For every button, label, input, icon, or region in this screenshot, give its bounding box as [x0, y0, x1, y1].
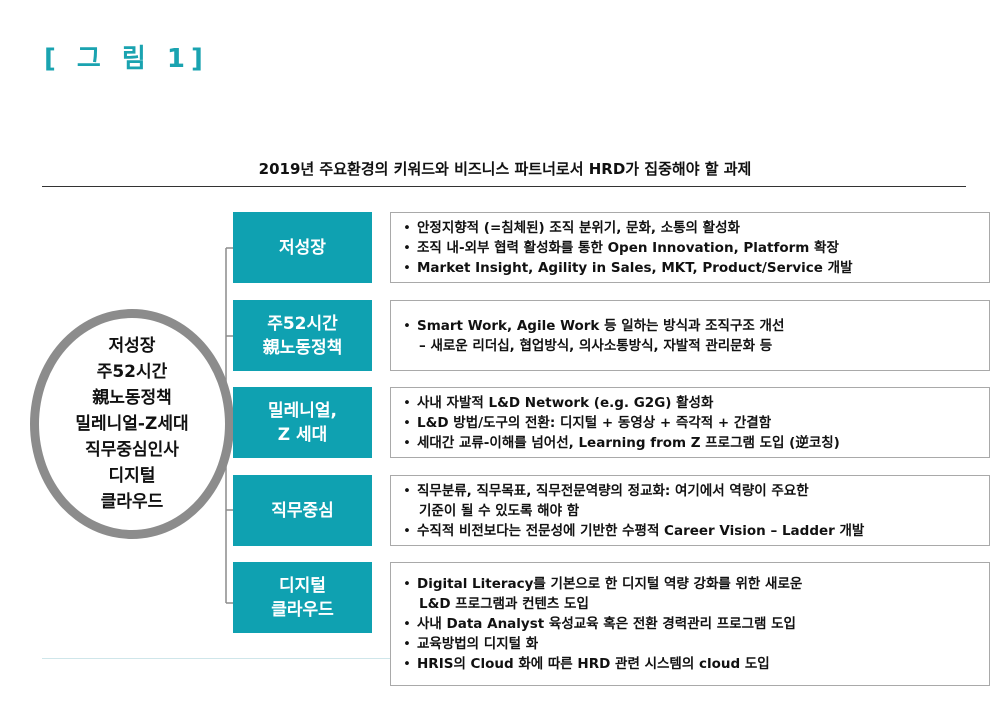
task-box-millennial: 사내 자발적 L&D Network (e.g. G2G) 활성화 L&D 방법…	[390, 387, 990, 458]
task-item: 세대간 교류-이해를 넘어선, Learning from Z 프로그램 도입 …	[403, 433, 983, 453]
hub-keyword: 주52시간	[96, 362, 168, 382]
task-item: 교육방법의 디지털 화	[403, 634, 983, 654]
central-keyword-circle: 저성장 주52시간 親노동정책 밀레니얼-Z세대 직무중심인사 디지털 클라우드	[30, 309, 234, 539]
title-divider	[42, 186, 966, 187]
hub-keyword: 저성장	[108, 336, 156, 356]
hub-keyword: 클라우드	[100, 492, 164, 512]
task-item: – 새로운 리더십, 협업방식, 의사소통방식, 자발적 관리문화 등	[419, 337, 773, 354]
theme-label: 주52시간	[267, 313, 338, 334]
task-item: Smart Work, Agile Work 등 일하는 방식과 조직구조 개선	[403, 316, 983, 336]
theme-box-52hour: 주52시간 親노동정책	[233, 300, 372, 371]
hub-keyword: 親노동정책	[92, 388, 172, 408]
theme-label: 직무중심	[271, 500, 334, 521]
hub-keyword: 밀레니얼-Z세대	[75, 414, 189, 434]
theme-label: 클라우드	[271, 599, 334, 620]
task-item: 안정지향적 (=침체된) 조직 분위기, 문화, 소통의 활성화	[403, 218, 983, 238]
theme-box-digital-cloud: 디지털 클라우드	[233, 562, 372, 633]
hub-keyword: 직무중심인사	[85, 440, 179, 460]
task-item: L&D 방법/도구의 전환: 디지털 + 동영상 + 즉각적 + 간결함	[403, 413, 983, 433]
task-item: L&D 프로그램과 컨텐츠 도입	[419, 596, 589, 612]
bottom-divider	[42, 658, 392, 659]
hub-keyword: 디지털	[108, 466, 156, 486]
task-item: 사내 Data Analyst 육성교육 혹은 전환 경력관리 프로그램 도입	[403, 614, 983, 634]
theme-label: 저성장	[279, 237, 326, 258]
task-box-job-centric: 직무분류, 직무목표, 직무전문역량의 정교화: 여기에서 역량이 주요한 기준…	[390, 475, 990, 546]
figure-label: [ 그 림 1]	[44, 44, 209, 74]
theme-box-job-centric: 직무중심	[233, 475, 372, 546]
task-item: 사내 자발적 L&D Network (e.g. G2G) 활성화	[403, 393, 983, 413]
task-item: 수직적 비전보다는 전문성에 기반한 수평적 Career Vision – L…	[403, 521, 983, 541]
theme-label: 밀레니얼,	[267, 400, 338, 421]
task-item: Digital Literacy를 기본으로 한 디지털 역량 강화를 위한 새…	[403, 574, 983, 594]
theme-label: 親노동정책	[262, 337, 343, 358]
task-item: 직무분류, 직무목표, 직무전문역량의 정교화: 여기에서 역량이 주요한	[403, 481, 983, 501]
task-box-digital-cloud: Digital Literacy를 기본으로 한 디지털 역량 강화를 위한 새…	[390, 562, 990, 686]
diagram-subtitle: 2019년 주요환경의 키워드와 비즈니스 파트너로서 HRD가 집중해야 할 …	[258, 160, 752, 178]
task-box-52hour: Smart Work, Agile Work 등 일하는 방식과 조직구조 개선…	[390, 300, 990, 371]
task-item: 기준이 될 수 있도록 해야 함	[419, 502, 580, 519]
task-item: HRIS의 Cloud 화에 따른 HRD 관련 시스템의 cloud 도입	[403, 654, 983, 674]
theme-box-low-growth: 저성장	[233, 212, 372, 283]
task-box-low-growth: 안정지향적 (=침체된) 조직 분위기, 문화, 소통의 활성화 조직 내-외부…	[390, 212, 990, 283]
theme-label: 디지털	[279, 575, 326, 596]
task-item: 조직 내-외부 협력 활성화를 통한 Open Innovation, Plat…	[403, 238, 983, 258]
theme-box-millennial: 밀레니얼, Z 세대	[233, 387, 372, 458]
theme-label: Z 세대	[277, 424, 328, 445]
task-item: Market Insight, Agility in Sales, MKT, P…	[403, 258, 983, 278]
